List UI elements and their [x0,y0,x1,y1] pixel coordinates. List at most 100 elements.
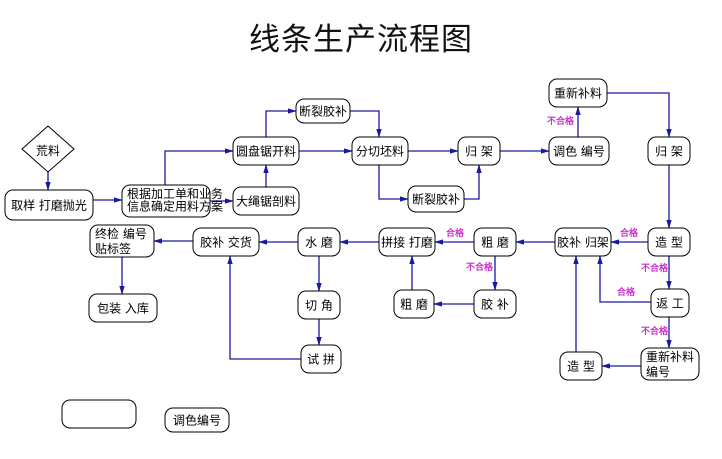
node-label: 水 磨 [305,236,333,250]
node-shape2: 造 型 [559,351,603,381]
node-label: 胶 补 [481,297,509,312]
node-label: 包装 入库 [97,301,149,316]
node-rack2: 归 架 [647,136,691,166]
node-trial: 试 拼 [300,344,342,374]
node-label: 分切坯料 [356,145,404,159]
pass-label: 合格 [617,286,636,298]
edge-trial-to-deliver [227,255,301,360]
node-box [473,227,517,257]
node-box [300,344,342,374]
node-label: 归 架 [465,145,493,159]
node-glue: 胶 补 [473,289,517,319]
node-box [88,293,158,323]
fail-label: 不合格 [641,325,669,337]
node-glue-rack: 胶补 归架 [554,227,612,257]
node-label: 试 拼 [307,352,335,367]
edge-patch2-to-rack1 [464,164,482,200]
node-label: 断裂胶补 [299,104,347,119]
page-title: 线条生产流程图 [249,22,473,58]
node-box [89,224,155,258]
node-label: 切 角 [305,299,333,313]
node-label: 造 型 [655,236,683,250]
node-box [457,136,501,166]
edge-refill1-to-rack2 [607,92,672,138]
node-label: 拼接 打磨 [381,235,433,250]
node-corner: 切 角 [297,290,341,320]
node-stray2: 调色编号 [164,407,230,433]
fail-label: 不合格 [547,115,575,127]
node-label: 粗 磨 [481,236,509,250]
node-label: 贴标签 [95,241,131,256]
node-label: 取样 打磨抛光 [11,198,87,213]
node-box [473,289,517,319]
node-box [378,227,436,257]
node-patch2: 断裂胶补 [407,185,465,213]
node-rope-saw: 大绳锯剖料 [232,186,300,216]
node-box [232,186,300,216]
node-label: 胶补 归架 [557,235,609,250]
edge-plan-to-circ [164,148,234,185]
node-box [232,136,300,166]
node-water: 水 磨 [297,227,341,257]
node-stray1 [61,399,137,429]
node-label: 信息确定用料方案 [127,199,223,214]
node-label: 断裂胶补 [412,192,460,207]
node-refill1: 重新补料 [548,78,608,108]
node-label: 重新补料 [554,86,602,101]
node-label: 粗 磨 [400,298,428,312]
node-box [548,136,610,166]
node-circ-saw: 圆盘锯开料 [232,136,300,166]
edge-patch1-to-cut [350,110,382,138]
node-box [640,347,700,381]
node-box [297,290,341,320]
edge-rework-to-gluerack [597,255,651,303]
pass-label: 合格 [620,227,639,239]
fail-label: 不合格 [466,261,494,273]
node-sample: 取样 打磨抛光 [4,189,94,221]
node-patch1: 断裂胶补 [295,98,351,124]
node-rack1: 归 架 [457,136,501,166]
node-box [393,289,435,319]
node-rough2: 粗 磨 [393,289,435,319]
fail-label: 不合格 [641,262,669,274]
node-box [548,78,608,108]
node-box [61,399,137,429]
node-rough1: 粗 磨 [473,227,517,257]
edge-circ-to-patch1 [265,108,297,137]
node-splice: 拼接 打磨 [378,227,436,257]
node-label: 调色 编号 [553,144,605,159]
node-box [121,184,211,218]
node-rework: 返 工 [650,288,690,318]
node-box [351,136,409,166]
node-label: 终检 编号 [95,226,147,241]
node-box [4,189,94,221]
node-box [650,288,690,318]
pass-label: 合格 [446,227,465,239]
node-label: 造 型 [567,360,595,374]
node-label: 编号 [646,364,670,379]
node-color1: 调色 编号 [548,136,610,166]
node-label: 荒料 [36,144,60,158]
node-box [192,227,260,257]
node-pack: 包装 入库 [88,293,158,323]
node-label: 根据加工单和业务 [127,186,223,201]
node-label: 胶补 交货 [200,235,252,250]
node-deliver: 胶补 交货 [192,227,260,257]
node-box [559,351,603,381]
node-box [647,227,691,257]
node-label: 归 架 [655,145,683,159]
node-raw: 荒料 [21,125,75,173]
node-box [164,407,230,433]
node-box [554,227,612,257]
node-label: 大绳锯剖料 [236,194,296,209]
node-label: 重新补料 [646,349,694,364]
node-label: 返 工 [656,297,684,311]
node-label: 调色编号 [173,413,221,428]
node-box [407,185,465,213]
node-label: 圆盘锯开料 [236,144,296,159]
node-box [295,98,351,124]
node-cut-blank: 分切坯料 [351,136,409,166]
